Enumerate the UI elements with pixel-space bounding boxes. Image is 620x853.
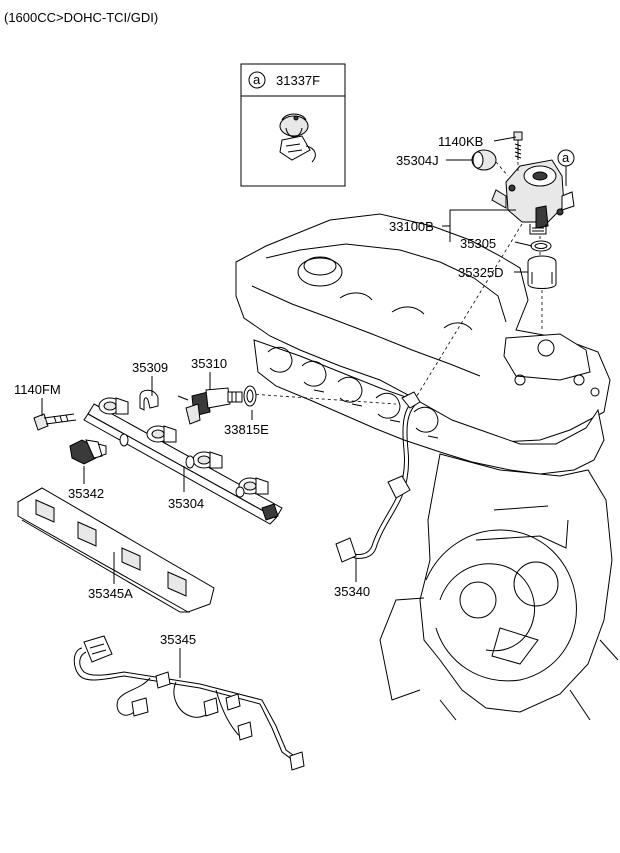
o-ring-35305 xyxy=(530,240,552,252)
bolt-1140fm xyxy=(33,413,77,431)
label-35325d: 35325D xyxy=(458,265,504,280)
leader-lines xyxy=(41,136,533,678)
rail-protector-35345a xyxy=(17,487,215,613)
injector-35310 xyxy=(177,387,243,425)
label-33100b: 33100B xyxy=(389,219,434,234)
label-33815e: 33815E xyxy=(224,422,269,437)
label-1140fm: 1140FM xyxy=(14,382,61,397)
pressure-sensor-35342 xyxy=(69,439,107,465)
clip-35309 xyxy=(139,389,159,411)
label-35309: 35309 xyxy=(132,360,168,375)
connector-clip-part xyxy=(279,113,316,163)
label-35310: 35310 xyxy=(191,356,227,371)
label-35304: 35304 xyxy=(168,496,204,511)
engine-variant-title: (1600CC>DOHC-TCI/GDI) xyxy=(4,10,158,25)
label-35342: 35342 xyxy=(68,486,104,501)
fuel-rail-35304 xyxy=(83,397,283,525)
wiring-harness-35345 xyxy=(73,635,305,771)
bolt-1140kb xyxy=(513,131,523,160)
label-1140kb: 1140KB xyxy=(438,134,483,149)
label-35305: 35305 xyxy=(460,236,496,251)
engine-assembly xyxy=(235,213,619,721)
fuel-pipe-35340 xyxy=(335,391,421,563)
label-35345a: 35345A xyxy=(88,586,133,601)
high-pressure-fuel-pump xyxy=(491,159,575,235)
label-35345: 35345 xyxy=(160,632,196,647)
tappet-35325d xyxy=(527,255,557,289)
label-35340: 35340 xyxy=(334,584,370,599)
pump-callout-marker: a xyxy=(562,150,570,165)
inset-marker: a xyxy=(253,72,261,87)
inset-part-label: 31337F xyxy=(276,73,320,88)
label-35304j: 35304J xyxy=(396,153,439,168)
seal-33815e xyxy=(243,385,257,407)
inset-box: a 31337F xyxy=(240,63,346,187)
cap-35304j xyxy=(471,149,497,171)
